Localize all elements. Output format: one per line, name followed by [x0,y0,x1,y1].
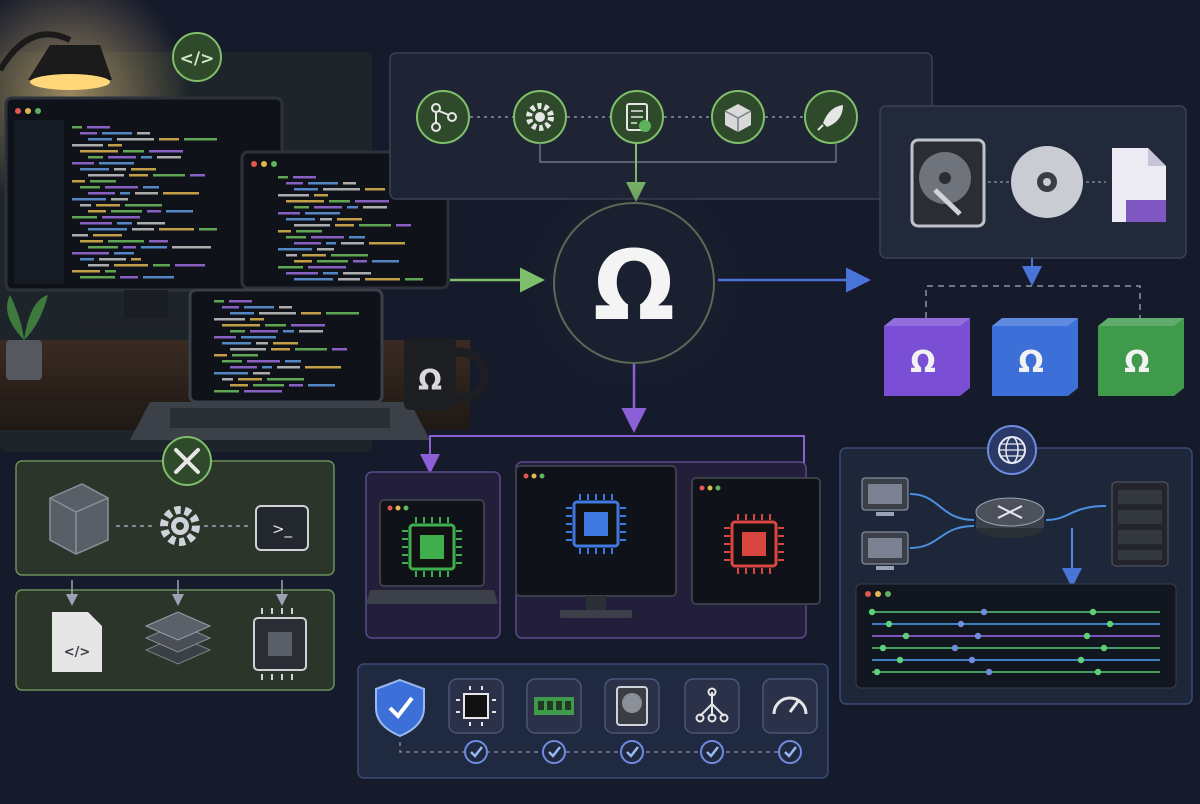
developer-workspace: Ω </> [0,0,489,452]
memory-module-icon [526,678,582,734]
check-mark-icon [778,740,802,764]
central-hub: Ω [450,163,871,433]
image-file-icon [1112,148,1166,222]
target-platforms [365,435,821,639]
artifact-cube: Ω [1098,318,1184,396]
speedometer-icon [762,678,818,734]
code-lines [72,126,217,279]
tools-wrench-icon [174,448,200,474]
check-mark-icon [542,740,566,764]
artifact-cube: Ω [992,318,1078,396]
checklist-icon [610,90,664,144]
target-desktop-monitor [515,465,677,618]
package-box-icon [49,483,109,555]
potted-plant [6,295,48,380]
cpu-chip-icon [448,678,504,734]
pipeline-panel [389,52,933,202]
cpu-chip-icon [402,517,462,577]
target-window [691,477,821,605]
artifact-omega-logo: Ω [910,345,936,380]
gear-icon [160,506,200,546]
code-lines [278,176,423,281]
code-lines [214,300,359,393]
verification-panel [357,663,829,779]
artifact-omega-logo: Ω [1124,345,1150,380]
check-mark-icon [620,740,644,764]
optical-disc-icon [1011,146,1083,218]
network-log-window [855,583,1177,689]
cpu-chip-icon [566,494,626,554]
network-router-icon [975,497,1045,538]
server-rack-icon [1111,481,1169,567]
build-tools-panel: >_ </> [15,436,335,691]
layers-stack-icon [144,611,212,665]
client-pc-icon [861,531,909,570]
desk-lamp-icon [0,31,112,90]
svg-text:</>: </> [64,645,91,660]
laptop [130,288,430,440]
check-mark-icon [464,740,488,764]
source-file-icon: </> [52,612,102,672]
check-mark-icon [700,740,724,764]
main-monitor [4,96,284,328]
terminal-icon: >_ [255,505,309,551]
network-panel [839,425,1193,705]
mug-omega-logo: Ω [418,364,442,397]
pipeline-merge-line [539,143,837,163]
artifact-omega-logo: Ω [1018,345,1044,380]
network-tree-icon [684,678,740,734]
hard-disk-icon [604,678,660,734]
shield-check-icon [375,678,425,738]
code-badge: </> [172,32,222,82]
client-pc-icon [861,477,909,516]
artifact-cube: Ω [884,318,970,396]
hub-omega-logo: Ω [593,230,675,342]
code-brackets-icon: </> [180,49,215,69]
git-branch-icon [416,90,470,144]
package-box-icon [711,90,765,144]
coffee-mug: Ω [404,338,489,410]
globe-icon [998,436,1026,464]
cpu-chip-icon [724,514,784,574]
rocket-icon [804,90,858,144]
gear-wrench-icon [513,90,567,144]
cpu-chip-icon [253,608,307,680]
hard-disk-icon [910,138,986,228]
target-laptop [366,499,498,604]
svg-text:>_: >_ [272,520,293,539]
